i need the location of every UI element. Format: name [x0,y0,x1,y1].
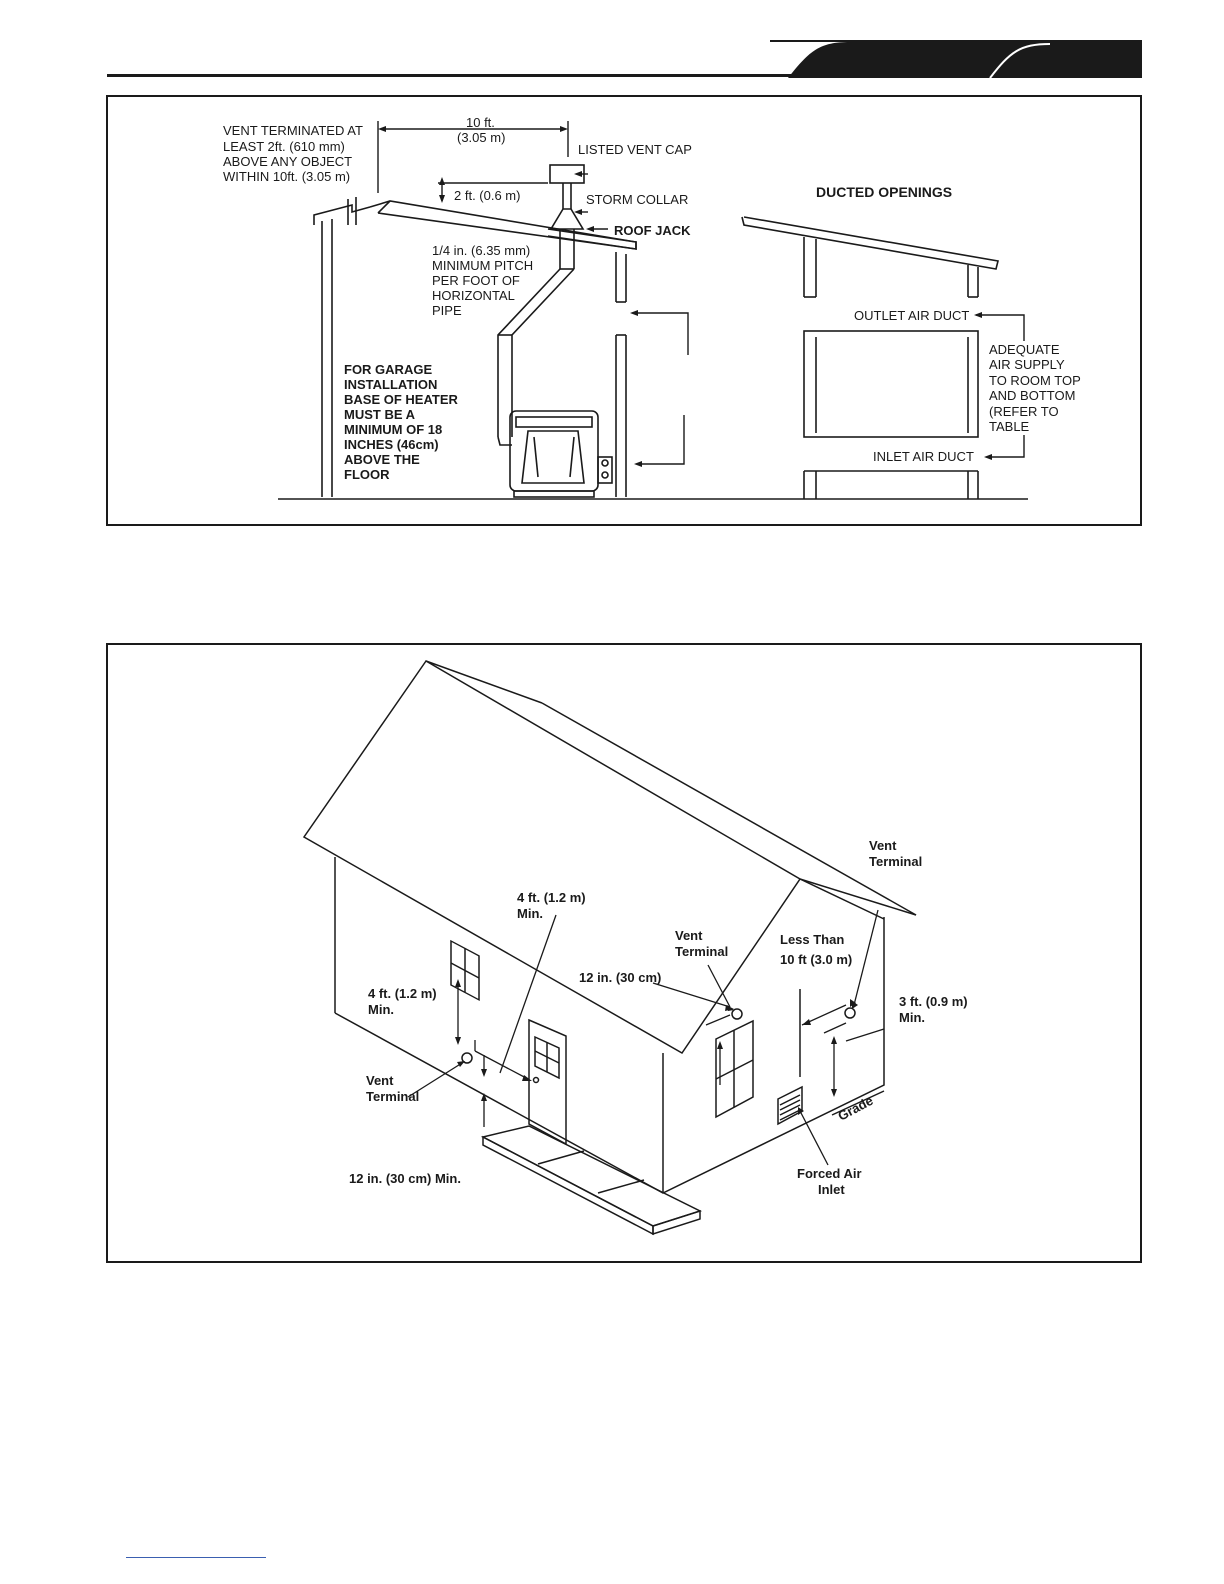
pitch-note-3: PER FOOT OF [432,273,520,288]
footer-link-underline [126,1557,266,1558]
roof-jack-label: ROOF JACK [614,223,691,238]
air-supply-note-4: AND BOTTOM [989,388,1075,403]
side-window-clearance-label: 12 in. (30 cm) [579,970,661,985]
air-supply-note-3: TO ROOM TOP [989,373,1081,388]
left-roof-eave [313,203,371,225]
forced-air-clearance-1: 3 ft. (0.9 m) [899,994,968,1009]
header-rule-thin [770,40,1142,42]
door-clearance-1: 4 ft. (1.2 m) [517,890,586,905]
garage-note-3: BASE OF HEATER [344,392,458,407]
main-roof [369,200,637,250]
inlet-air-duct-label: INLET AIR DUCT [873,449,974,464]
forced-air-inlet-1: Forced Air [797,1166,862,1181]
vent-terminated-label-2: LEAST 2ft. (610 mm) [223,139,345,154]
header-tab [788,42,1142,79]
house [302,660,917,1236]
forced-air-clearance-2: Min. [899,1010,925,1025]
outlet-air-duct-label: OUTLET AIR DUCT [854,308,969,323]
vent-terminated-label-3: ABOVE ANY OBJECT [223,154,352,169]
grade-clearance-label: 12 in. (30 cm) Min. [349,1171,461,1186]
garage-note-6: INCHES (46cm) [344,437,439,452]
ducted-openings-title: DUCTED OPENINGS [816,184,952,200]
garage-note-1: FOR GARAGE [344,362,432,377]
pitch-note-4: HORIZONTAL [432,288,515,303]
distance-10ft-metric: (3.05 m) [457,130,505,145]
garage-note-8: FLOOR [344,467,390,482]
bottom-labels: 4 ft. (1.2 m) Min. 4 ft. (1.2 m) Min. Ve… [349,838,968,1197]
header-rule [107,74,827,77]
pitch-note-1: 1/4 in. (6.35 mm) [432,243,530,258]
ducted-building [741,216,999,499]
vertical-venting-diagram: VENT TERMINATED AT LEAST 2ft. (610 mm) A… [106,95,1142,526]
air-supply-note-1: ADEQUATE [989,342,1060,357]
vent-terminated-label-1: VENT TERMINATED AT [223,123,363,138]
garage-note-5: MINIMUM OF 18 [344,422,442,437]
pitch-note-5: PIPE [432,303,462,318]
door-clearance-2: Min. [517,906,543,921]
air-supply-note-6: TABLE [989,419,1030,434]
window-clearance-1: 4 ft. (1.2 m) [368,986,437,1001]
air-supply-note-2: AIR SUPPLY [989,357,1065,372]
garage-note-2: INSTALLATION [344,377,437,392]
forced-air-inlet-2: Inlet [818,1182,845,1197]
vent-terminal-right-1: Vent [869,838,897,853]
pitch-note-2: MINIMUM PITCH [432,258,533,273]
vent-terminal-left-1: Vent [366,1073,394,1088]
listed-vent-cap-label: LISTED VENT CAP [578,142,692,157]
vent-terminal-right-2: Terminal [869,854,922,869]
garage-note-7: ABOVE THE [344,452,420,467]
vent-terminal-clearance-diagram: 4 ft. (1.2 m) Min. 4 ft. (1.2 m) Min. Ve… [106,643,1142,1263]
storm-collar-label: STORM COLLAR [586,192,688,207]
grade-label: Grade [835,1093,875,1124]
vent-terminal-left-2: Terminal [366,1089,419,1104]
house-clearance-drawing: 4 ft. (1.2 m) Min. 4 ft. (1.2 m) Min. Ve… [302,660,968,1236]
less-than-10ft-1: Less Than [780,932,844,947]
distance-10ft-label: 10 ft. [466,115,495,130]
vent-terminated-label-4: WITHIN 10ft. (3.05 m) [223,169,350,184]
vertical-venting-drawing: VENT TERMINATED AT LEAST 2ft. (610 mm) A… [223,115,1081,500]
air-supply-note-5: (REFER TO [989,404,1059,419]
less-than-10ft-2: 10 ft (3.0 m) [780,952,852,967]
window-clearance-2: Min. [368,1002,394,1017]
distance-2ft-label: 2 ft. (0.6 m) [454,188,520,203]
vent-terminal-center-2: Terminal [675,944,728,959]
top-labels: VENT TERMINATED AT LEAST 2ft. (610 mm) A… [223,115,1081,482]
garage-note-4: MUST BE A [344,407,416,422]
vent-terminal-center-1: Vent [675,928,703,943]
